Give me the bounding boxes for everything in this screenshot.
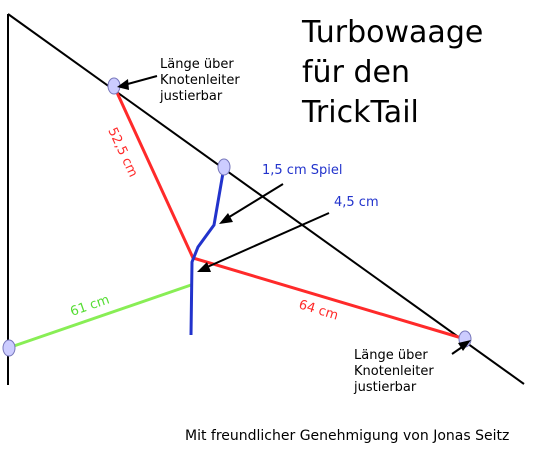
title-line-3: TrickTail bbox=[301, 95, 419, 130]
credit-text: Mit freundlicher Genehmigung von Jonas S… bbox=[185, 428, 509, 444]
arrow-bottom-note bbox=[451, 340, 471, 355]
bottom-note-line-3: justierbar bbox=[353, 380, 417, 395]
bottom-note-line-2: Knotenleiter bbox=[354, 364, 434, 379]
leading-edge-line bbox=[7, 13, 525, 385]
ring-middle bbox=[217, 158, 231, 176]
top-note-line-3: justierbar bbox=[159, 89, 223, 104]
arrow-top-note bbox=[117, 75, 158, 90]
ring-top bbox=[107, 77, 121, 95]
green-bridle-line bbox=[7, 283, 192, 350]
blue-bridle-line bbox=[189, 166, 226, 336]
top-note-line-1: Länge über bbox=[160, 57, 234, 72]
arrow-spiel bbox=[219, 183, 284, 224]
label-spiel: 1,5 cm Spiel bbox=[262, 163, 342, 178]
ring-left bbox=[2, 339, 16, 357]
top-note-line-2: Knotenleiter bbox=[160, 73, 240, 88]
label-offset: 4,5 cm bbox=[334, 195, 379, 210]
title-line-2: für den bbox=[302, 55, 410, 90]
arrow-offset bbox=[197, 212, 330, 272]
bottom-note-line-1: Länge über bbox=[354, 348, 428, 363]
label-lower-red: 64 cm bbox=[297, 297, 340, 323]
title-line-1: Turbowaage bbox=[301, 15, 483, 50]
